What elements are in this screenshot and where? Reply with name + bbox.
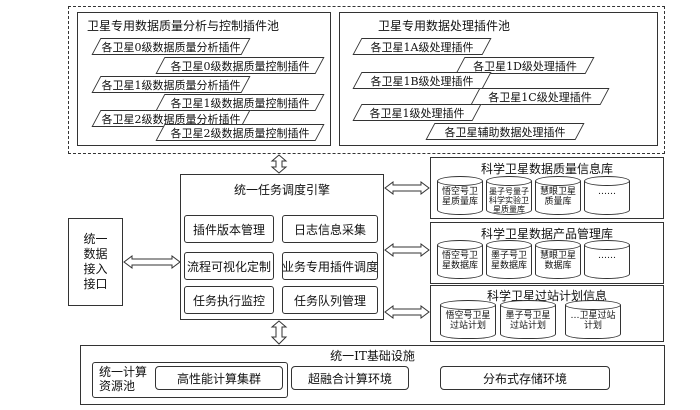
plugin-process-1c[interactable]: 各卫星1C级处理插件 <box>470 88 610 105</box>
product-db-title: 科学卫星数据产品管理库 <box>480 227 613 241</box>
plugin-pools-container <box>68 6 665 154</box>
compute-pool-label: 统一计算资源池 <box>99 365 148 393</box>
plugin-label: 各卫星1级数据质量分析插件 <box>101 78 241 92</box>
plugin-quality-l2-analysis[interactable]: 各卫星2级数据质量分析插件 <box>91 110 251 127</box>
db-huiyan-quality[interactable]: 慧眼卫星质量库 <box>535 176 581 218</box>
db-mozi-pass[interactable]: 墨子号卫星过站计划 <box>500 300 556 342</box>
db-wukong-quality[interactable]: 悟空号卫星质量库 <box>437 176 483 218</box>
plugin-quality-l0-control[interactable]: 各卫星0级数据质量控制插件 <box>155 57 325 74</box>
arrow-access-engine <box>123 255 181 269</box>
data-access-interface-label: 统一数据接入接口 <box>83 232 108 291</box>
arrow-engine-pass-plan <box>384 305 430 319</box>
processing-plugin-pool-title: 卫星专用数据处理插件池 <box>378 19 511 33</box>
arrow-engine-quality-db <box>384 181 430 195</box>
plugin-label: 各卫星2级数据质量控制插件 <box>170 126 310 140</box>
quality-plugin-pool-title: 卫星专用数据质量分析与控制插件池 <box>87 19 280 33</box>
plugin-quality-l0-analysis[interactable]: 各卫星0级数据质量分析插件 <box>91 38 251 55</box>
db-wukong-data[interactable]: 悟空号卫星数据库 <box>437 240 483 282</box>
plugin-label: 各卫星1D级处理插件 <box>473 59 577 73</box>
plugin-process-1[interactable]: 各卫星1级处理插件 <box>352 104 482 121</box>
plugin-label: 各卫星1B级处理插件 <box>370 74 474 88</box>
module-task-monitor[interactable]: 任务执行监控 <box>184 286 274 314</box>
hyperconverged-env[interactable]: 超融合计算环境 <box>291 366 409 390</box>
db-huiyan-data[interactable]: 慧眼卫星数据库 <box>535 240 581 282</box>
module-task-queue[interactable]: 任务队列管理 <box>282 286 378 314</box>
plugin-process-1a[interactable]: 各卫星1A级处理插件 <box>352 38 492 55</box>
arrow-engine-infra <box>270 320 288 345</box>
db-wukong-pass[interactable]: 悟空号卫星过站计划 <box>440 300 496 342</box>
it-infrastructure-title: 统一IT基础设施 <box>330 349 415 363</box>
db-mozi-quality[interactable]: 墨子号量子科学实验卫星质量库 <box>486 176 532 218</box>
db-more-pass[interactable]: …卫星过站计划 <box>565 300 621 342</box>
plugin-process-1d[interactable]: 各卫星1D级处理插件 <box>455 57 595 74</box>
plugin-label: 各卫星1级数据质量控制插件 <box>170 96 310 110</box>
arrow-pools-engine <box>270 154 288 174</box>
plugin-process-aux[interactable]: 各卫星辅助数据处理插件 <box>425 123 585 140</box>
arrow-engine-product-db <box>384 243 430 257</box>
plugin-process-1b[interactable]: 各卫星1B级处理插件 <box>352 72 492 89</box>
distributed-storage[interactable]: 分布式存储环境 <box>440 366 610 390</box>
engine-title: 统一任务调度引擎 <box>233 183 330 197</box>
plugin-label: 各卫星0级数据质量分析插件 <box>101 40 241 54</box>
hpc-cluster[interactable]: 高性能计算集群 <box>155 366 283 390</box>
module-flow-visual[interactable]: 流程可视化定制 <box>184 252 274 280</box>
plugin-quality-l1-analysis[interactable]: 各卫星1级数据质量分析插件 <box>91 76 251 93</box>
plugin-quality-l2-control[interactable]: 各卫星2级数据质量控制插件 <box>155 124 325 141</box>
plugin-label: 各卫星1A级处理插件 <box>370 40 474 54</box>
data-access-interface[interactable]: 统一数据接入接口 <box>68 218 123 306</box>
module-log-collection[interactable]: 日志信息采集 <box>282 215 378 243</box>
db-mozi-data[interactable]: 墨子号卫星数据库 <box>486 240 532 282</box>
module-plugin-dispatch[interactable]: 业务专用插件调度 <box>282 252 378 280</box>
module-plugin-version[interactable]: 插件版本管理 <box>184 215 274 243</box>
plugin-label: 各卫星2级数据质量分析插件 <box>101 112 241 126</box>
plugin-label: 各卫星1级处理插件 <box>369 106 465 120</box>
quality-info-db-title: 科学卫星数据质量信息库 <box>480 162 613 176</box>
plugin-label: 各卫星辅助数据处理插件 <box>444 125 566 139</box>
plugin-quality-l1-control[interactable]: 各卫星1级数据质量控制插件 <box>155 94 325 111</box>
db-more-quality[interactable]: …… <box>584 176 630 218</box>
plugin-label: 各卫星1C级处理插件 <box>488 90 592 104</box>
plugin-label: 各卫星0级数据质量控制插件 <box>170 59 310 73</box>
db-more-data[interactable]: …… <box>584 240 630 282</box>
